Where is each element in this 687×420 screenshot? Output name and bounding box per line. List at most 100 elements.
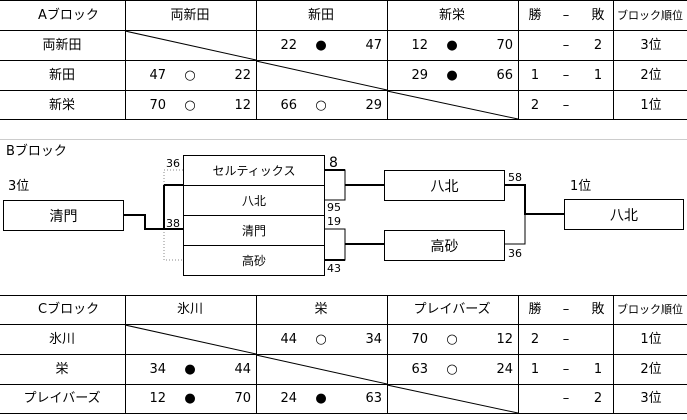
grid-line	[0, 324, 687, 325]
win-count: 2	[530, 98, 540, 113]
final-rank-label: 1位	[570, 179, 592, 194]
grid-line	[0, 119, 687, 120]
dash: –	[562, 38, 570, 53]
result-mark: ●	[446, 68, 458, 83]
row-team-name: 氷川	[48, 332, 76, 347]
team-name: 八北	[241, 194, 266, 208]
score-label: 95	[327, 201, 341, 214]
grid-line	[613, 295, 614, 414]
block-b-title: Bブロック	[6, 144, 67, 159]
score-label: 58	[508, 171, 522, 184]
header-win: 勝	[528, 8, 542, 23]
score-against: 44	[234, 362, 251, 377]
dash: –	[562, 362, 570, 377]
block-rank: 1位	[640, 332, 662, 347]
header-dash: –	[562, 302, 570, 317]
grid-line	[0, 295, 687, 296]
score-label: 36	[508, 247, 522, 260]
grid-line	[518, 295, 519, 414]
win-count: 1	[530, 68, 540, 83]
score-for: 66	[280, 98, 297, 113]
section-divider	[0, 139, 687, 140]
row-team-name: 栄	[55, 362, 69, 377]
grid-line	[0, 30, 687, 31]
result-mark: ●	[315, 391, 327, 406]
score-label: 38	[166, 217, 180, 230]
grid-line	[0, 413, 687, 414]
header-win: 勝	[528, 302, 542, 317]
score-label: 43	[327, 262, 341, 275]
grid-line	[387, 295, 388, 414]
score-for: 12	[149, 391, 166, 406]
grid-line	[613, 0, 614, 120]
block-rank: 2位	[640, 68, 662, 83]
score-against: 47	[365, 38, 382, 53]
grid-line	[0, 354, 687, 355]
grid-line	[0, 0, 687, 1]
block-rank: 3位	[640, 38, 662, 53]
final-winner-box: 八北	[564, 199, 684, 230]
result-mark: ○	[315, 332, 327, 347]
grid-line	[256, 295, 257, 414]
team-name: セルティックス	[212, 164, 296, 178]
block-rank: 3位	[640, 391, 662, 406]
score-label: 19	[327, 215, 341, 228]
block-c-title: Cブロック	[38, 302, 100, 317]
result-mark: ●	[315, 38, 327, 53]
result-mark: ○	[446, 332, 458, 347]
result-mark: ○	[315, 98, 327, 113]
score-against: 34	[365, 332, 382, 347]
row-team-name: 新栄	[48, 98, 76, 113]
header-team: 新栄	[438, 8, 466, 23]
row-team-name: 新田	[48, 68, 76, 83]
score-against: 63	[365, 391, 382, 406]
score-for: 63	[411, 362, 428, 377]
header-team: 栄	[314, 302, 328, 317]
result-mark: ●	[446, 38, 458, 53]
block-rank: 2位	[640, 362, 662, 377]
semi-winner-box: 八北	[384, 170, 505, 201]
header-team: 氷川	[176, 302, 204, 317]
score-for: 47	[149, 68, 166, 83]
row-team-name: 両新田	[42, 38, 82, 53]
block-a-title: Aブロック	[38, 8, 99, 23]
score-for: 12	[411, 38, 428, 53]
result-mark: ○	[184, 98, 196, 113]
dash: –	[562, 68, 570, 83]
dash: –	[562, 391, 570, 406]
dash: –	[562, 98, 570, 113]
score-for: 29	[411, 68, 428, 83]
header-loss: 敗	[591, 302, 605, 317]
score-against: 24	[496, 362, 513, 377]
score-label: 36	[166, 157, 180, 170]
header-rank: ブロック順位	[617, 303, 683, 316]
row-team-name: プレイバーズ	[23, 391, 101, 406]
header-rank: ブロック順位	[617, 9, 683, 22]
score-against: 12	[234, 98, 251, 113]
score-against: 66	[496, 68, 513, 83]
loss-count: 1	[593, 68, 603, 83]
header-team: 両新田	[170, 8, 210, 23]
dash: –	[562, 332, 570, 347]
result-mark: ○	[184, 68, 196, 83]
header-loss: 敗	[591, 8, 605, 23]
score-against: 70	[234, 391, 251, 406]
header-dash: –	[562, 8, 570, 23]
score-for: 70	[411, 332, 428, 347]
score-for: 22	[280, 38, 297, 53]
team-box-left: 清門	[3, 200, 124, 231]
result-mark: ●	[184, 362, 196, 377]
result-mark: ●	[184, 391, 196, 406]
score-for: 24	[280, 391, 297, 406]
score-for: 34	[149, 362, 166, 377]
score-against: 22	[234, 68, 251, 83]
team-name: 高砂	[241, 254, 266, 268]
header-team: 新田	[307, 8, 335, 23]
score-for: 44	[280, 332, 297, 347]
grid-line	[518, 0, 519, 120]
loss-count: 2	[593, 38, 603, 53]
team-name: 高砂	[430, 238, 459, 255]
